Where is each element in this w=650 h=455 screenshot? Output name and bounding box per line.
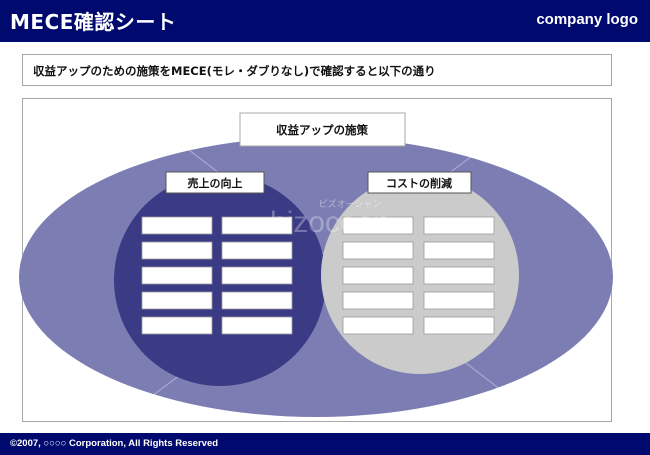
right-item-box <box>342 216 414 235</box>
subtitle-box: 収益アップのための施策をMECE(モレ・ダブりなし)で確認すると以下の通り <box>22 54 612 86</box>
right-item-boxes <box>342 216 495 335</box>
footer-bar: ©2007, ○○○○ Corporation, All Rights Rese… <box>0 433 650 455</box>
left-label-box <box>165 171 265 194</box>
right-item-box <box>423 216 495 235</box>
left-item-box <box>141 266 213 285</box>
right-item-box <box>342 291 414 310</box>
company-logo: company logo <box>536 11 638 28</box>
left-item-box <box>221 291 293 310</box>
left-item-box <box>141 291 213 310</box>
right-item-box <box>423 316 495 335</box>
right-item-box <box>423 266 495 285</box>
right-item-box <box>423 291 495 310</box>
right-item-box <box>342 266 414 285</box>
left-item-box <box>141 241 213 260</box>
watermark-kana: ビズオーシャン <box>319 198 382 210</box>
right-item-box <box>423 241 495 260</box>
left-item-box <box>221 316 293 335</box>
root-label-box <box>239 112 406 147</box>
header-bar: MECE確認シート company logo <box>0 0 650 42</box>
right-label-box <box>367 171 472 194</box>
page-title: MECE確認シート <box>10 10 177 34</box>
subtitle-text: 収益アップのための施策をMECE(モレ・ダブりなし)で確認すると以下の通り <box>33 64 436 78</box>
right-item-box <box>342 316 414 335</box>
left-item-box <box>141 216 213 235</box>
right-item-box <box>342 241 414 260</box>
root-label: 収益アップの施策 <box>276 123 368 137</box>
left-label: 売上の向上 <box>188 176 243 190</box>
left-item-box <box>221 216 293 235</box>
left-item-boxes <box>141 216 293 335</box>
left-item-box <box>221 266 293 285</box>
left-item-box <box>141 316 213 335</box>
right-label: コストの削減 <box>386 176 452 190</box>
copyright-text: ©2007, ○○○○ Corporation, All Rights Rese… <box>10 438 219 449</box>
watermark-text: bizocean <box>270 206 390 239</box>
left-item-box <box>221 241 293 260</box>
